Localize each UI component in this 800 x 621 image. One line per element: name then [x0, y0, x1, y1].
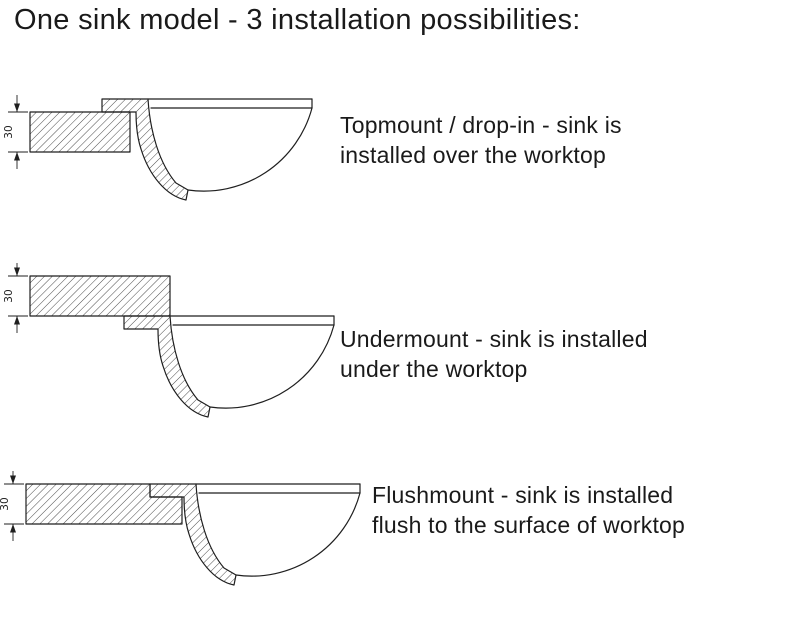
dimension-label: 30 [4, 125, 15, 138]
topmount-caption: Topmount / drop-in - sink is installed o… [340, 110, 792, 170]
undermount-caption: Undermount - sink is installed under the… [340, 324, 792, 384]
bowl-arc [235, 492, 361, 577]
dimension-label: 30 [0, 497, 11, 510]
bowl-arc [187, 107, 313, 192]
caption-line: Topmount / drop-in - sink is [340, 112, 622, 138]
dimension-30: 30 [0, 471, 24, 541]
sink-wall-section [149, 483, 237, 586]
flushmount-caption: Flushmount - sink is installed flush to … [372, 480, 796, 540]
page-title: One sink model - 3 installation possibil… [14, 4, 581, 36]
dim-arrow-icon [10, 524, 16, 533]
sink-wall-section [123, 315, 211, 418]
sink-section [149, 483, 361, 586]
dim-arrow-icon [14, 267, 20, 276]
topmount-drawing: 30 [4, 95, 313, 201]
sink-wall-section [101, 98, 189, 201]
dimension-30: 30 [4, 95, 28, 169]
dim-arrow-icon [10, 475, 16, 484]
caption-line: under the worktop [340, 356, 528, 382]
caption-line: Undermount - sink is installed [340, 326, 648, 352]
caption-line: Flushmount - sink is installed [372, 482, 674, 508]
sink-section [101, 98, 313, 201]
dim-arrow-icon [14, 152, 20, 161]
bowl-arc [209, 324, 335, 409]
dimension-30: 30 [4, 263, 28, 333]
caption-line: installed over the worktop [340, 142, 607, 168]
undermount-drawing: 30 [4, 263, 335, 418]
caption-line: flush to the surface of worktop [372, 512, 686, 538]
worktop-section [29, 275, 171, 317]
sink-section [123, 315, 335, 418]
dim-arrow-icon [14, 103, 20, 112]
flushmount-drawing: 30 [0, 471, 361, 586]
dim-arrow-icon [14, 316, 20, 325]
dimension-label: 30 [4, 289, 15, 302]
worktop-section [29, 111, 131, 153]
